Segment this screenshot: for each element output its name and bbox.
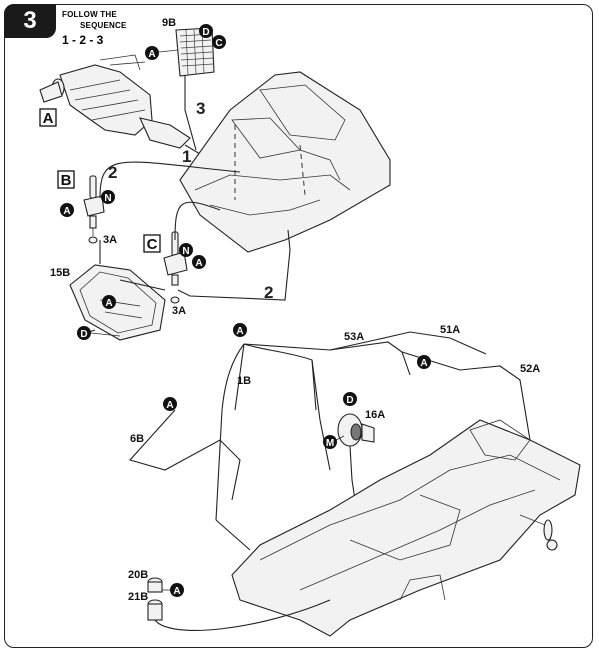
subassembly-label-c: C <box>143 234 161 253</box>
sequence-mark-3: 3 <box>196 99 205 118</box>
svg-text:A: A <box>63 206 70 217</box>
badge-d-frame: D <box>77 326 121 340</box>
connector-lines <box>99 161 291 301</box>
badge-a-grille: A <box>145 46 179 60</box>
sequence-mark-1: 1 <box>182 147 191 166</box>
engine-assembly <box>39 54 241 166</box>
part-label-1b: 1B <box>237 375 251 387</box>
roll-cage <box>129 331 531 551</box>
svg-text:M: M <box>326 438 334 449</box>
svg-text:B: B <box>61 172 72 189</box>
sequence-order: 1 - 2 - 3 <box>62 33 104 47</box>
svg-text:C: C <box>147 236 158 253</box>
badge-n-left-rod: N <box>101 190 115 204</box>
svg-text:N: N <box>104 193 111 204</box>
svg-text:A: A <box>173 586 180 597</box>
svg-text:D: D <box>202 27 209 38</box>
svg-text:A: A <box>148 49 155 60</box>
part-label-16a: 16A <box>365 409 385 421</box>
step-number: 3 <box>4 4 56 38</box>
part-label-20b: 20B <box>128 569 148 581</box>
part-label-21b: 21B <box>128 591 148 603</box>
badge-m-fuel: M <box>323 435 345 449</box>
svg-text:D: D <box>346 395 353 406</box>
part-label-6b: 6B <box>130 433 144 445</box>
subassembly-label-b: B <box>57 170 75 189</box>
sequence-mark-2-upper: 2 <box>108 163 117 182</box>
svg-text:N: N <box>182 246 189 257</box>
svg-text:A: A <box>195 258 202 269</box>
part-label-3a-right: 3A <box>172 305 186 317</box>
part-label-52a: 52A <box>520 363 540 375</box>
upper-chassis <box>179 71 391 253</box>
fuel-tank <box>337 413 375 521</box>
part-label-15b: 15B <box>50 267 70 279</box>
frame-part <box>69 258 166 341</box>
badge-a-cage-top: A <box>233 323 247 337</box>
badge-c-grille: C <box>212 35 226 49</box>
left-rod-assembly <box>83 175 105 244</box>
badge-a-frame: A <box>102 295 116 309</box>
part-label-53a: 53A <box>344 331 364 343</box>
svg-text:A: A <box>236 326 243 337</box>
badge-a-right-rod: A <box>192 255 206 269</box>
svg-text:A: A <box>420 358 427 369</box>
part-label-9b: 9B <box>162 17 176 29</box>
svg-text:C: C <box>215 38 222 49</box>
svg-text:D: D <box>80 329 87 340</box>
right-rod-assembly <box>163 231 188 304</box>
subassembly-label-a: A <box>39 108 57 127</box>
badge-n-right-rod: N <box>179 243 193 257</box>
instruction-line-2: sequence <box>80 21 127 30</box>
svg-text:A: A <box>43 110 54 127</box>
grille-part <box>175 27 215 151</box>
badge-a-cage-left: A <box>163 397 177 411</box>
svg-text:A: A <box>105 298 112 309</box>
badge-a-left-rod: A <box>60 203 74 217</box>
step-frame <box>4 4 593 648</box>
badge-a-bottles: A <box>162 583 184 597</box>
lower-chassis <box>231 419 581 637</box>
svg-text:A: A <box>166 400 173 411</box>
instruction-line-1: Follow the <box>62 10 117 19</box>
part-label-3a-left: 3A <box>103 234 117 246</box>
bottle-parts <box>147 577 331 631</box>
sequence-instruction: Follow the sequence 1 - 2 - 3 <box>62 9 127 47</box>
badge-d-fuel: D <box>343 392 357 406</box>
badge-a-roof: A <box>417 355 431 369</box>
badge-d-grille: D <box>199 24 213 38</box>
sequence-mark-2-lower: 2 <box>264 283 273 302</box>
part-label-51a: 51A <box>440 324 460 336</box>
